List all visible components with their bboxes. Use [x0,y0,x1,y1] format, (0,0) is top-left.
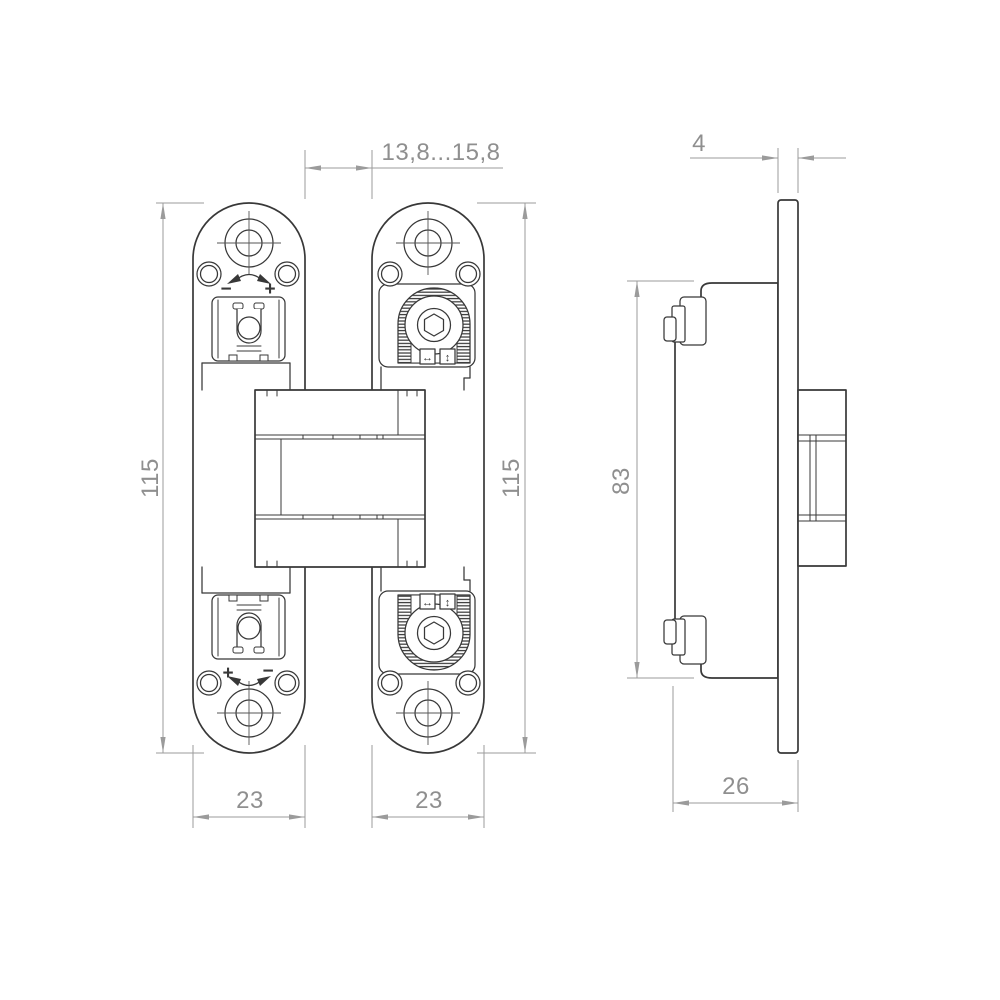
dim-label-width-right: 23 [415,787,443,814]
rotation-arrow-icon [227,676,271,687]
dim-faceplate-thickness: 4 [690,130,846,193]
adjust-horizontal-indicator [419,593,436,610]
side-view [663,199,847,754]
hex-socket-icon [423,621,445,645]
dim-depth: 26 [672,686,799,812]
dim-label-thickness: 4 [692,130,706,157]
adjust-plus-label: + [222,663,233,684]
screw-hole-top-left [217,211,281,275]
dim-body-height: 83 [608,280,694,679]
adjust-horizontal-indicator [419,348,436,365]
dim-label-height-right: 115 [498,458,525,498]
adjust-vertical-icon: ↕ [445,597,451,609]
adjuster-bores-right-plate [377,261,481,696]
hinge-body-ticks [266,389,418,568]
mounting-block-side [797,389,847,567]
adjuster-boss-top [663,296,707,346]
dim-label-height-left: 115 [137,458,164,498]
cam-pin [237,616,261,640]
screw-hole-bottom-left [217,681,281,745]
hinge-body [254,389,426,568]
dim-label-depth: 26 [722,773,750,800]
face-plate [777,199,799,754]
screw-hole-bottom-right [396,681,460,745]
adjust-horizontal-icon: ↔ [422,597,433,609]
dim-label-width-left: 23 [236,787,264,814]
cam-pocket-bottom [201,566,291,660]
dimensions: 13,8...15,8 4 115 115 [137,130,846,828]
rotation-arrow-icon [227,273,271,284]
adjust-plus-label: + [264,279,275,300]
adjuster-boss-bottom [663,615,707,665]
cam-pocket-top [201,296,291,391]
knurled-adjuster-bottom: ↔ ↕ [378,566,476,675]
dim-height-left: 115 [137,202,204,754]
right-plate: ↔ ↕ ↔ ↕ [371,202,485,754]
adjuster-bores-left-plate [196,261,300,696]
dim-height-right: 115 [477,202,536,754]
adjust-minus-label: − [262,661,273,682]
knurled-adjuster-top: ↔ ↕ [378,283,476,391]
dim-width-right: 23 [371,745,485,828]
adjust-vertical-icon: ↕ [445,352,451,364]
front-view: − + [192,202,485,754]
dim-label-gap: 13,8...15,8 [382,139,501,166]
dim-gap-top: 13,8...15,8 [304,139,503,199]
dim-label-body-height: 83 [608,467,635,495]
screw-hole-top-right [396,211,460,275]
adjust-minus-label: − [220,279,231,300]
adjust-vertical-indicator [439,348,456,365]
dim-width-left: 23 [192,745,306,828]
adjust-horizontal-icon: ↔ [422,352,433,364]
hinge-body-outline [254,389,426,568]
cam-pin [237,316,261,340]
hex-socket-icon [423,313,445,337]
adjust-vertical-indicator [439,593,456,610]
